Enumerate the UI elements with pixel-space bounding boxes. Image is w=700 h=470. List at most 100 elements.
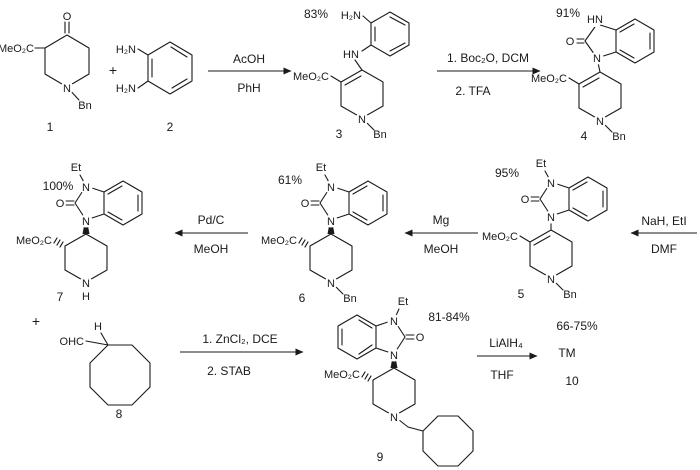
compound-8-aldehyde-label: OHC xyxy=(60,336,85,348)
step-6-reagent-above: 1. ZnCl₂, DCE xyxy=(202,332,277,346)
compound-7-ester-label: MeO₂C xyxy=(16,235,52,247)
compound-7-wedge-bond xyxy=(82,226,90,234)
step-6: 1. ZnCl₂, DCE 2. STAB xyxy=(180,332,304,378)
compound-2: H₂N H₂N 2 xyxy=(116,41,193,134)
atom-mask xyxy=(590,51,604,65)
compound-4-skeleton xyxy=(568,18,655,133)
compound-3-benzyl-label: Bn xyxy=(373,129,386,141)
compound-9-wedge-bond xyxy=(390,360,398,368)
compound-10-yield: 66-75% xyxy=(556,319,598,333)
compound-6-hash-bond xyxy=(298,237,309,248)
compound-7-number: 7 xyxy=(57,290,64,304)
compound-6-wedge-bond xyxy=(327,226,335,234)
compound-3-yield: 83% xyxy=(304,7,328,21)
compound-7-ring-n: N xyxy=(82,278,90,290)
compound-7-carbonyl-o: O xyxy=(56,198,65,210)
atom-mask xyxy=(564,35,576,47)
atom-mask xyxy=(519,193,531,205)
atom-mask xyxy=(324,276,338,290)
atom-mask xyxy=(299,197,311,209)
compound-2-amine-top: H₂N xyxy=(116,44,136,56)
compound-3-skeleton xyxy=(330,11,410,131)
compound-6: 61% Et N O N MeO₂C N Bn 6 xyxy=(261,162,388,305)
compound-4-carbonyl-o: O xyxy=(566,36,575,48)
compound-8: OHC H 8 xyxy=(60,321,151,421)
compound-1-ester-label: MeO₂C xyxy=(0,43,34,55)
compound-6-ring-n: N xyxy=(327,278,335,290)
compound-6-benzyl-label: Bn xyxy=(343,293,356,305)
compound-5-skeleton xyxy=(519,170,608,291)
atom-mask xyxy=(79,180,93,194)
compound-9-n1: N xyxy=(390,316,398,328)
compound-10-target-label: TM xyxy=(558,346,575,360)
compound-6-imidazolone-n: N xyxy=(327,216,335,228)
compound-5-carbonyl-o: O xyxy=(521,194,530,206)
atom-mask xyxy=(324,180,338,194)
step-4-reagent-above: Mg xyxy=(433,213,450,227)
atom-mask xyxy=(61,10,73,22)
compound-7-skeleton xyxy=(64,174,143,283)
step-5: Pd/C MeOH xyxy=(174,213,248,256)
step-2-reagent-below: 2. TFA xyxy=(455,84,490,98)
atom-mask xyxy=(79,214,93,228)
step-1: AcOH PhH xyxy=(208,52,292,95)
compound-2-number: 2 xyxy=(167,120,174,134)
step-4: Mg MeOH xyxy=(404,213,478,256)
step-5-reagent-below: MeOH xyxy=(194,242,229,256)
compound-10-number: 10 xyxy=(565,374,579,388)
atom-mask xyxy=(324,214,338,228)
atom-mask xyxy=(54,197,66,209)
atom-mask xyxy=(544,272,558,286)
compound-4-ring-n: N xyxy=(596,116,604,128)
plus-operator-row1: + xyxy=(109,62,117,78)
compound-9-number: 9 xyxy=(377,450,384,464)
compound-9-yield: 81-84% xyxy=(428,310,470,324)
step-5-reagent-above: Pd/C xyxy=(198,213,225,227)
compound-5-imidazolone-n: N xyxy=(547,212,555,224)
compound-7-hash-bond xyxy=(53,237,64,248)
compound-6-carbonyl-o: O xyxy=(301,198,310,210)
step-1-reagent-below: PhH xyxy=(237,81,260,95)
compound-6-ethyl-label: Et xyxy=(316,162,326,174)
compound-6-skeleton xyxy=(309,174,388,295)
compound-3: 83% H₂N HN MeO₂C N Bn 3 xyxy=(293,7,410,141)
compound-9-hash-bond xyxy=(361,371,372,382)
compound-3-number: 3 xyxy=(336,127,343,141)
compound-7: 100% Et N O N MeO₂C N H 7 xyxy=(16,162,143,304)
compound-5: 95% Et N O N MeO₂C N Bn 5 xyxy=(482,158,608,301)
atom-mask xyxy=(544,176,558,190)
compound-5-ethyl-label: Et xyxy=(536,158,546,170)
step-7-reagent-below: THF xyxy=(490,368,513,382)
compound-2-skeleton xyxy=(137,41,193,95)
atom-mask xyxy=(387,314,401,328)
compound-3-ring-n: N xyxy=(358,114,366,126)
compound-7-nh-hydrogen: H xyxy=(82,291,90,303)
atom-mask xyxy=(387,348,401,362)
compound-1-number: 1 xyxy=(47,120,54,134)
atom-mask xyxy=(60,81,74,95)
compound-9-ring-n: N xyxy=(390,412,398,424)
atom-mask xyxy=(587,11,603,27)
compound-6-ester-label: MeO₂C xyxy=(261,235,297,247)
atom-mask xyxy=(544,210,558,224)
compound-7-ethyl-label: Et xyxy=(71,162,81,174)
atom-mask xyxy=(355,112,369,126)
step-2: 1. Boc₂O, DCM 2. TFA xyxy=(437,51,541,98)
compound-8-skeleton xyxy=(85,332,151,406)
compound-4-yield: 91% xyxy=(556,6,580,20)
step-2-reagent-above: 1. Boc₂O, DCM xyxy=(447,51,529,65)
compound-7-yield: 100% xyxy=(43,179,74,193)
compound-3-ester-label: MeO₂C xyxy=(293,71,329,83)
compound-9-imidazolone-n: N xyxy=(390,350,398,362)
step-3: NaH, EtI DMF xyxy=(630,214,697,256)
compound-4-number: 4 xyxy=(581,129,588,143)
atom-mask xyxy=(414,331,426,343)
plus-operator-row3: + xyxy=(32,313,40,329)
compound-3-amine: H₂N xyxy=(341,10,361,22)
atom-mask xyxy=(593,114,607,128)
compound-1-ketone-o: O xyxy=(63,11,72,23)
atom-mask xyxy=(387,410,401,424)
compound-9-carbonyl-o: O xyxy=(416,332,425,344)
